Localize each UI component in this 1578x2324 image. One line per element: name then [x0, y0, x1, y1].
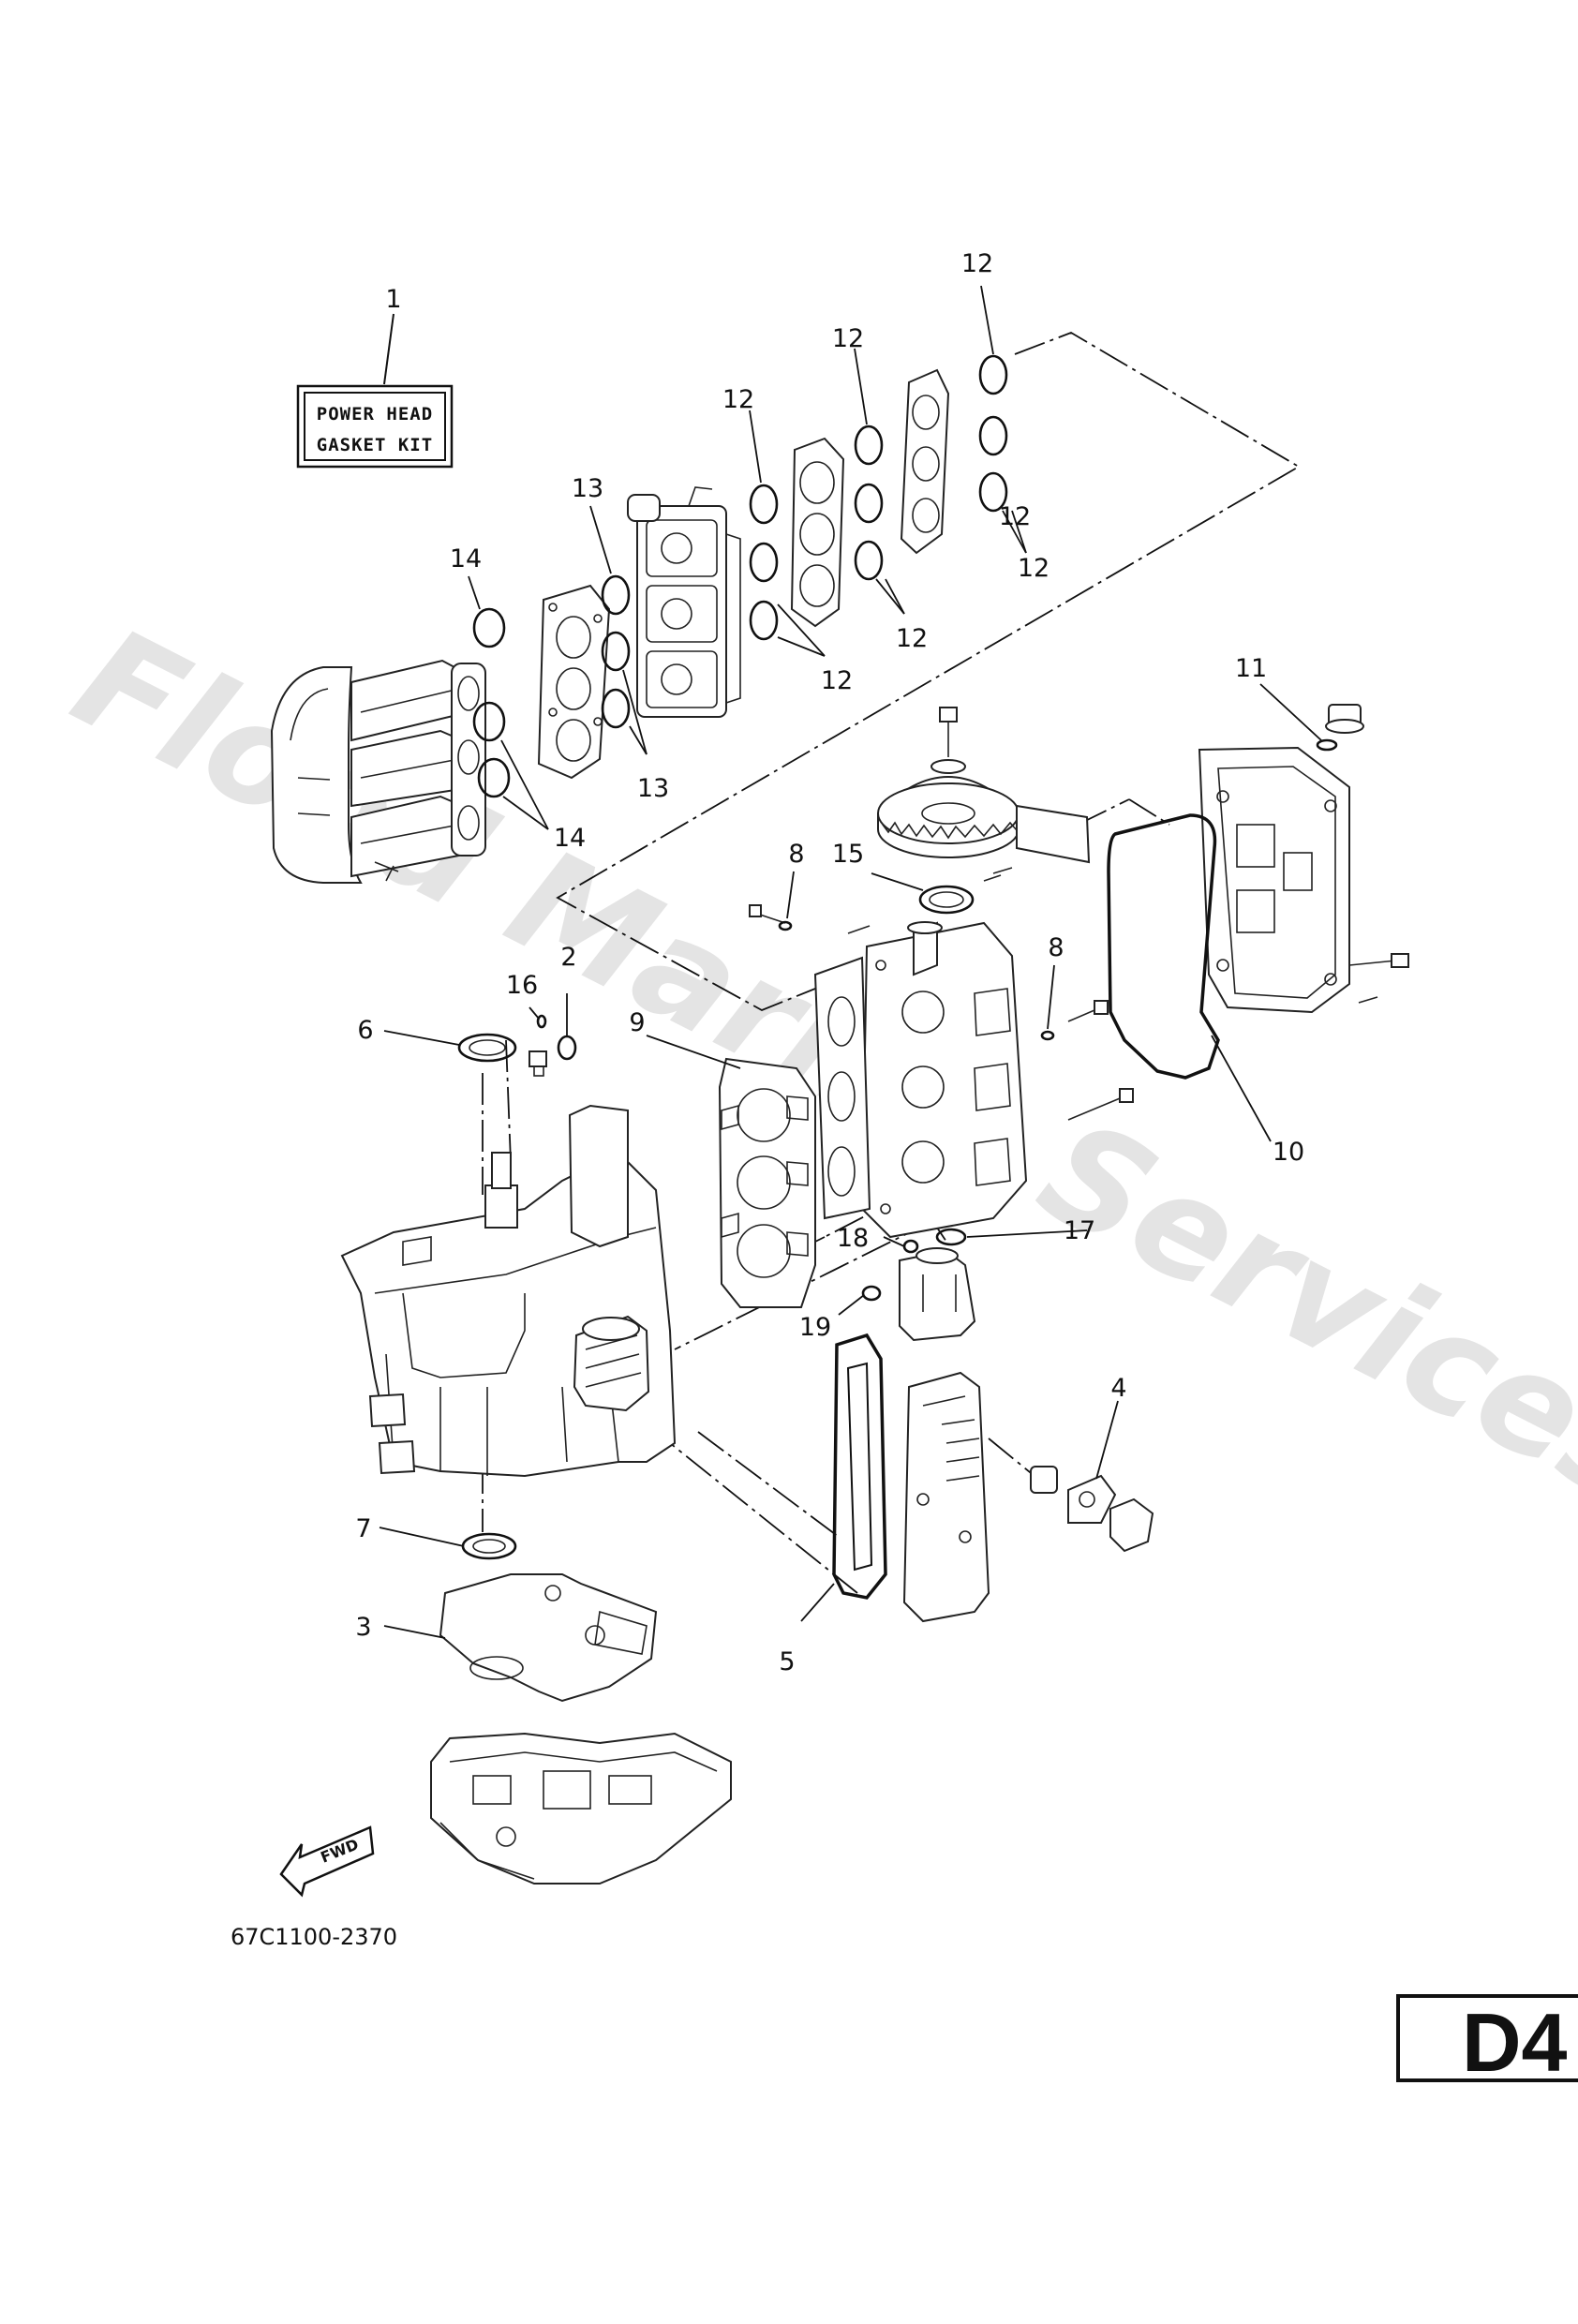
fwd-arrow-icon: FWD	[279, 1825, 375, 1898]
flywheel-bolt	[930, 707, 966, 774]
callout-5: 5	[779, 1647, 795, 1676]
o-ring-19	[861, 1285, 882, 1302]
exhaust-cover	[813, 956, 871, 1220]
callout-9: 9	[629, 1008, 645, 1037]
callout-12c: 12	[722, 385, 754, 414]
o-rings-13	[601, 574, 631, 729]
thermostat-cover	[1030, 1466, 1154, 1553]
gasket-kit-label: POWER HEAD GASKET KIT	[296, 384, 454, 469]
flywheel	[877, 776, 1020, 858]
exhaust-outer-cover	[902, 1371, 990, 1623]
gasket-kit-line1: POWER HEAD	[317, 404, 433, 425]
callout-13b: 13	[637, 774, 669, 803]
callout-10: 10	[1273, 1138, 1304, 1167]
callout-12d: 12	[1018, 554, 1050, 583]
callout-14a: 14	[450, 544, 482, 574]
o-rings-12	[749, 354, 1008, 641]
callout-12b: 12	[832, 324, 864, 353]
o-rings-14	[472, 607, 511, 798]
crankcase-gasket-3	[439, 1573, 658, 1703]
exhaust-cover-gasket-5	[832, 1333, 887, 1600]
carburetor-assembly	[627, 486, 741, 718]
callout-11: 11	[1235, 654, 1267, 683]
callout-12g: 12	[999, 502, 1031, 531]
diagram-part-number: 67C1100-2370	[231, 1924, 397, 1950]
carburetor-joint	[790, 437, 845, 628]
callout-12a: 12	[961, 249, 993, 278]
page-code-box: D4	[1396, 1994, 1578, 2089]
callout-7: 7	[355, 1514, 371, 1543]
page-code: D4	[1462, 1996, 1568, 2089]
callout-6: 6	[357, 1016, 373, 1045]
lower-case	[430, 1732, 732, 1885]
intake-gasket-plate	[537, 584, 611, 780]
oil-seal-7	[461, 1532, 517, 1560]
callout-13a: 13	[572, 474, 603, 503]
oil-filler-cap-11	[1316, 704, 1364, 752]
callout-1: 1	[385, 285, 401, 314]
oil-filter	[573, 1315, 650, 1412]
callout-12e: 12	[896, 624, 928, 653]
leader-lines	[379, 285, 1322, 1639]
callout-18: 18	[837, 1224, 869, 1253]
callout-15: 15	[832, 840, 864, 869]
callout-numbers: 1 2 3 4 5 6 7 8 8 9 10 11 12 12 12 12 12…	[355, 249, 1304, 1676]
callout-12f: 12	[821, 666, 853, 695]
callout-8a: 8	[788, 840, 804, 869]
oil-seal-15	[918, 885, 975, 915]
drain-plug-and-washer	[528, 1014, 577, 1077]
head-bolts	[749, 904, 1134, 1121]
o-ring-18	[902, 1239, 919, 1254]
callout-16: 16	[506, 971, 538, 1000]
intake-manifold	[270, 659, 486, 884]
cylinder-head-cover	[1198, 746, 1409, 1014]
callout-3: 3	[355, 1613, 371, 1642]
intake-adapter-plate	[900, 368, 950, 555]
callout-14b: 14	[554, 824, 586, 853]
thermostat-housing	[899, 1247, 976, 1342]
cylinder-block	[340, 1104, 677, 1478]
callout-17: 17	[1064, 1216, 1095, 1245]
callout-2: 2	[560, 943, 576, 972]
cylinder-head-gasket-9	[718, 1057, 816, 1308]
o-ring-17	[935, 1228, 967, 1246]
callout-8b: 8	[1048, 933, 1064, 962]
callout-19: 19	[799, 1313, 831, 1342]
head-cover-gasket-10	[1107, 813, 1220, 1080]
cylinder-head	[860, 921, 1028, 1239]
cover-plate	[983, 804, 1091, 882]
callout-4: 4	[1110, 1374, 1126, 1403]
gasket-kit-line2: GASKET KIT	[317, 435, 433, 455]
oil-seal-6	[457, 1033, 517, 1063]
